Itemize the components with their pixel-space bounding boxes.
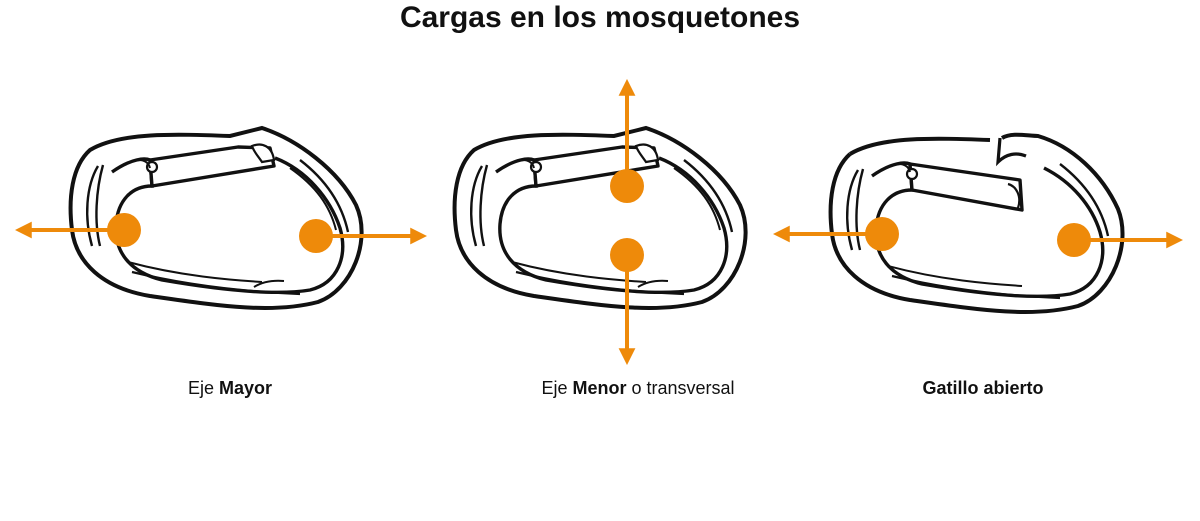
load-point-right	[299, 219, 333, 253]
load-point-left	[865, 217, 899, 251]
carabiner-major-axis	[14, 126, 428, 311]
load-point-bottom	[610, 238, 644, 272]
caption-open-gate: Gatillo abierto	[783, 376, 1183, 400]
load-point-left	[107, 213, 141, 247]
caption-bold: Menor	[572, 378, 627, 398]
caption-minor-axis: Eje Menor o transversal	[438, 376, 838, 400]
caption-major-axis: Eje Mayor	[30, 376, 430, 400]
caption-bold: Mayor	[219, 378, 273, 398]
caption-tail: o transversal	[626, 378, 735, 398]
load-point-top	[610, 169, 644, 203]
caption-plain: Eje	[541, 378, 573, 398]
diagram-title: Cargas en los mosquetones	[399, 1, 801, 34]
caption-plain: Eje	[187, 378, 219, 398]
carabiner-open-gate	[772, 132, 1184, 315]
caption-bold: Gatillo abierto	[922, 378, 1044, 398]
carabiner-minor-axis	[452, 78, 748, 366]
load-point-right	[1057, 223, 1091, 257]
